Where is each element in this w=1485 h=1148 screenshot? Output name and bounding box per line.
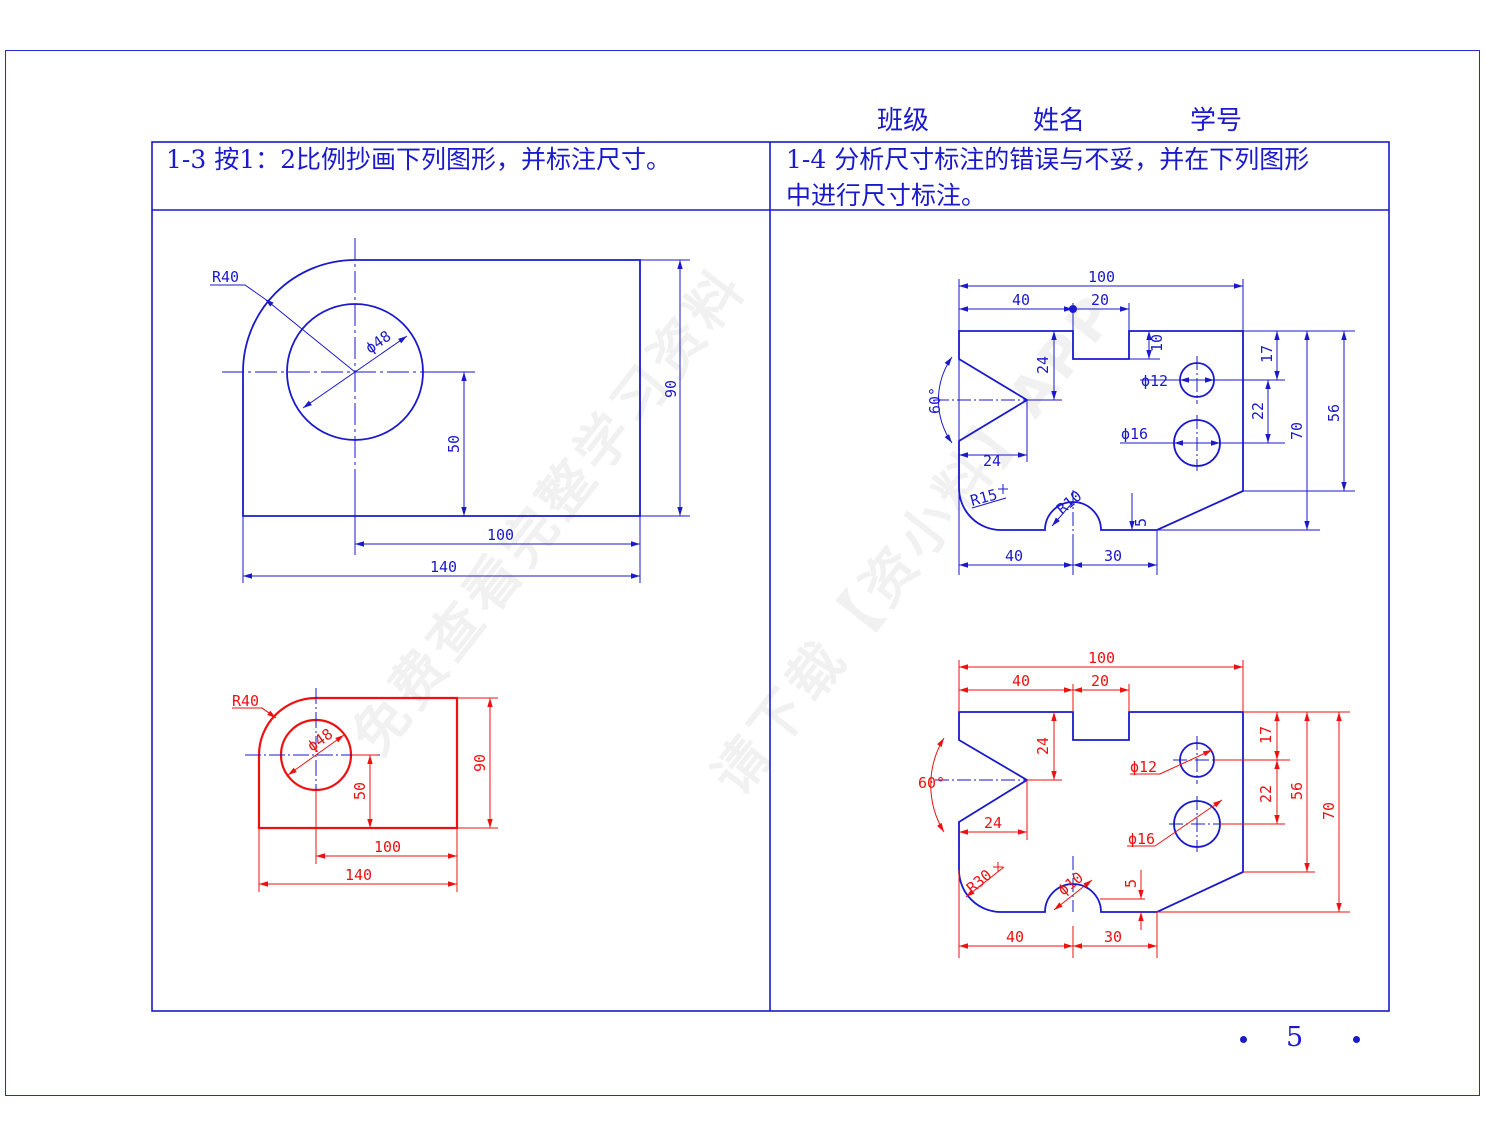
fig14a-dim-17: 17 [1257,726,1275,744]
exercise-1-3-instruction: 1-3 按1：2比例抄画下列图形，并标注尺寸。 [166,145,672,174]
fig13-radius-label: R40 [212,268,239,286]
fig14a-phi16: ϕ16 [1128,830,1155,848]
fig14-dim-70: 70 [1288,422,1306,440]
fig14a-phi10: ϕ10 [1054,868,1086,899]
fig14-dim-30: 30 [1104,547,1122,565]
fig14-radius-15: R15 [968,485,999,509]
fig14a-dim-5: 5 [1122,879,1140,888]
fig14a-dim-24-horizontal: 24 [984,814,1002,832]
fig14a-dim-40-bottom: 40 [1006,928,1024,946]
fig14-dim-17: 17 [1258,345,1276,363]
fig14a-dim-20: 20 [1091,672,1109,690]
fig14a-dim-100: 100 [1088,649,1115,667]
fig13a-diameter-label: ϕ48 [304,725,336,755]
fig14-dim-40: 40 [1012,291,1030,309]
fig14-dim-22: 22 [1249,402,1267,420]
fig13a-radius-label: R40 [232,692,259,710]
fig14a-dim-56: 56 [1288,782,1306,800]
fig14-radius-10: R10 [1053,487,1085,518]
exercise-table [151,141,1390,1012]
fig13-height-50-label: 50 [445,435,463,453]
page-dot-left [1240,1036,1247,1043]
fig14a-dim-24-vertical: 24 [1034,737,1052,755]
fig14a-dim-30: 30 [1104,928,1122,946]
exercise-1-4-instruction-line-1: 1-4 分析尺寸标注的错误与不妥，并在下列图形 [786,145,1310,174]
fig13a-height-50-label: 50 [351,782,369,800]
fig14-dim-40-bottom: 40 [1005,547,1023,565]
fig14-dim-20: 20 [1091,291,1109,309]
fig14a-angle-60: 60° [918,774,945,792]
fig13a-width-100-label: 100 [374,838,401,856]
page-number: 5 [1286,1022,1304,1053]
class-label: 班级 [877,106,930,136]
fig14-dim-24-horizontal: 24 [983,452,1001,470]
fig13-width-140-label: 140 [430,558,457,576]
fig13a-height-90-label: 90 [471,754,489,772]
fig14a-radius-30: R30 [963,866,995,897]
fig14-dim-10: 10 [1148,334,1166,352]
figure-1-3-original: R40 ϕ48 90 50 100 140 [210,238,690,583]
fig14-phi16: ϕ16 [1121,425,1148,443]
fig14-dim-56: 56 [1325,404,1343,422]
fig13-height-90-label: 90 [662,380,680,398]
fig14-phi12: ϕ12 [1141,372,1168,390]
figure-1-4-answer: 100 40 20 24 60° 24 ϕ12 ϕ16 17 22 56 70 … [918,649,1350,958]
exercise-1-4-instruction-line-2: 中进行尺寸标注。 [786,181,987,210]
student-id-label: 学号 [1190,106,1243,136]
fig14-angle-60: 60° [926,387,944,414]
figure-1-4-original: 100 40 20 10 24 60° 24 ϕ12 ϕ16 17 22 70 … [926,268,1355,575]
name-label: 姓名 [1033,106,1086,136]
fig14a-dim-22: 22 [1257,785,1275,803]
fig13a-width-140-label: 140 [345,866,372,884]
page-dot-right [1353,1036,1360,1043]
figure-1-3-answer: R40 ϕ48 90 50 100 140 [232,688,498,892]
outer-frame [5,50,1480,1096]
fig14a-dim-70: 70 [1320,802,1338,820]
fig14-dim-5: 5 [1132,518,1150,527]
fig14a-phi12: ϕ12 [1130,758,1157,776]
fig13-width-100-label: 100 [487,526,514,544]
fig13-diameter-label: ϕ48 [362,327,395,357]
fig14a-dim-40: 40 [1012,672,1030,690]
fig14-dim-100: 100 [1088,268,1115,286]
fig14-dim-24-vertical: 24 [1034,356,1052,374]
